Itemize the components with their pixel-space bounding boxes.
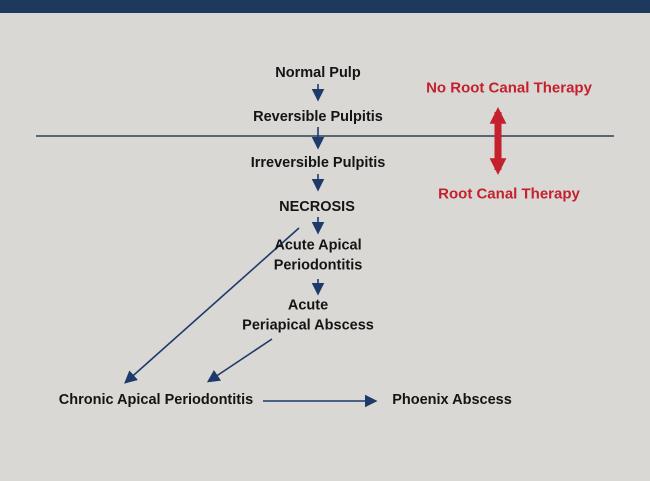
node-normal-pulp: Normal Pulp xyxy=(275,64,361,81)
node-acute-apical-periodontitis: Acute Apical Periodontitis xyxy=(273,237,363,274)
node-irreversible-pulpitis: Irreversible Pulpitis xyxy=(250,154,386,171)
node-phoenix-abscess: Phoenix Abscess xyxy=(392,391,512,408)
label-no-root-canal-therapy: No Root Canal Therapy xyxy=(426,79,592,97)
top-border-bar xyxy=(0,0,650,13)
node-chronic-apical-periodontitis: Chronic Apical Periodontitis xyxy=(58,391,254,408)
arrow-periapical-to-chronic xyxy=(206,338,273,383)
arrow-necrosis-to-chronic xyxy=(124,227,300,384)
node-acute-periapical-abscess: Acute Periapical Abscess xyxy=(242,297,374,334)
label-root-canal-therapy: Root Canal Therapy xyxy=(438,185,580,203)
node-necrosis: NECROSIS xyxy=(279,198,355,215)
node-reversible-pulpitis: Reversible Pulpitis xyxy=(253,108,383,125)
